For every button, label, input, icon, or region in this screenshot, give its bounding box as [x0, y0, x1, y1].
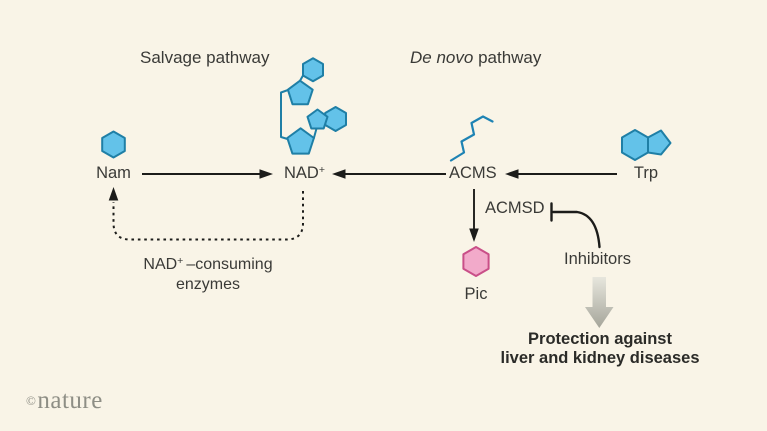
nad-label: NAD+	[284, 164, 325, 184]
de-novo-rest-text: pathway	[478, 48, 542, 67]
consuming-rest-text: –consuming	[186, 256, 273, 273]
arrowhead-acms-to-nad	[332, 169, 346, 179]
nam-molecule-icon	[101, 130, 126, 159]
pic-label: Pic	[464, 285, 488, 303]
arrowhead-acms-to-pic	[469, 228, 479, 242]
reaction-arrows	[142, 169, 617, 242]
protection-line2: liver and kidney diseases	[500, 348, 700, 367]
protection-caption: Protection against liver and kidney dise…	[492, 330, 708, 367]
protection-line1: Protection against	[528, 330, 672, 348]
nad-consuming-feedback-arrow	[108, 187, 304, 241]
acmsd-label: ACMSD	[485, 199, 545, 217]
salvage-pathway-title: Salvage pathway	[140, 48, 270, 67]
nature-brand-text: nature	[37, 387, 103, 414]
acms-label: ACMS	[449, 164, 497, 182]
consuming-line2-text: enzymes	[175, 275, 241, 293]
nad-molecule-icon	[280, 57, 347, 155]
arrowhead-feedback	[108, 187, 119, 201]
arrowhead-trp-to-acms	[505, 169, 519, 179]
nature-logo: ©nature	[26, 388, 103, 417]
nad-consuming-caption: NAD+–consuming enzymes	[108, 254, 308, 294]
inhibition-connector	[550, 202, 601, 249]
nad-base-text: NAD	[284, 164, 319, 182]
acms-chain-icon	[449, 115, 494, 162]
inhibitors-label: Inhibitors	[564, 250, 631, 268]
de-novo-pathway-title: De novo pathway	[410, 48, 541, 67]
trp-label: Trp	[633, 164, 659, 182]
copyright-icon: ©	[26, 393, 37, 408]
de-novo-italic-text: De novo	[410, 48, 474, 67]
arrowhead-nam-to-nad	[259, 169, 273, 179]
consuming-superscript: +	[177, 254, 184, 267]
nad-superscript: +	[318, 163, 325, 176]
nam-label: Nam	[96, 164, 131, 182]
consuming-base-text: NAD	[143, 256, 178, 273]
pic-molecule-icon	[462, 246, 490, 277]
outcome-block-arrow	[585, 277, 614, 328]
trp-molecule-icon	[621, 129, 672, 161]
